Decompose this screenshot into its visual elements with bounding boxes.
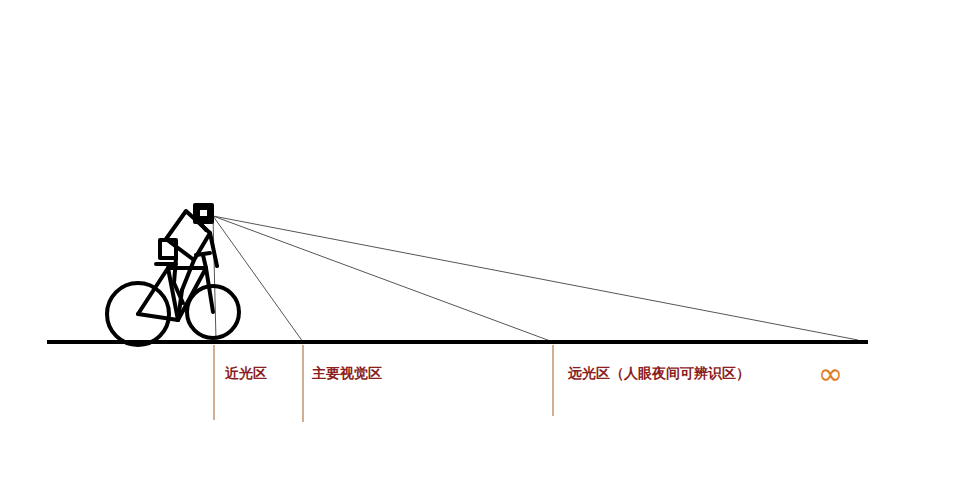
zone-label: 主要视觉区 — [312, 365, 382, 382]
light-rays — [213, 216, 858, 342]
infinity-symbol: ∞ — [818, 359, 843, 389]
rider — [160, 205, 217, 320]
ground-line — [47, 340, 868, 344]
bicycle — [107, 253, 239, 345]
zone-label: 近光区 — [225, 365, 267, 382]
zone-label: 远光区（人眼夜间可辨识区） — [568, 365, 750, 382]
zone-ticks — [214, 345, 553, 422]
